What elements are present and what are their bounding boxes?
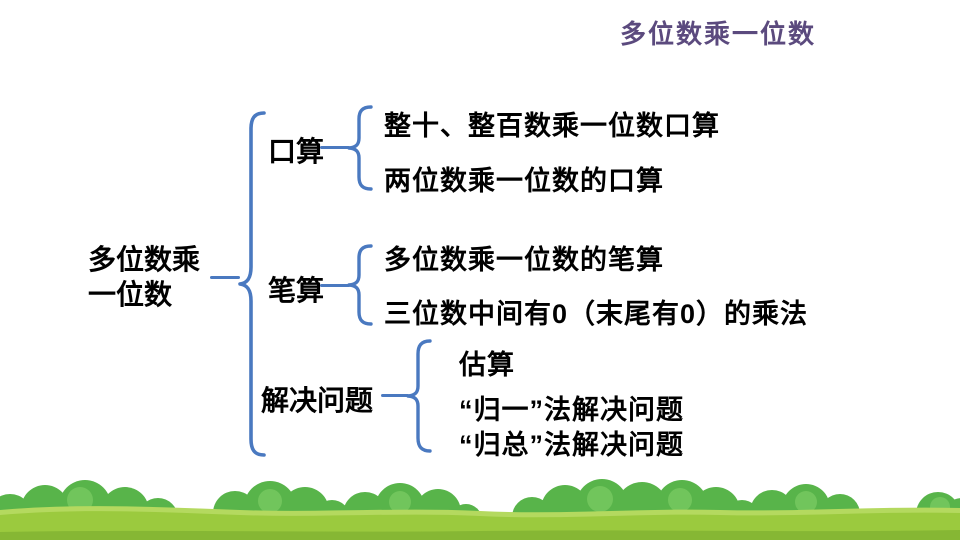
grass-and-bushes-scenery bbox=[0, 479, 960, 540]
branch2-curly-brace-icon bbox=[347, 244, 373, 326]
leaf-normalization-method: “归一”法解决问题 bbox=[459, 395, 684, 425]
leaf-tens-hundreds-oral: 整十、整百数乘一位数口算 bbox=[384, 111, 720, 141]
root-curly-brace-icon bbox=[238, 111, 266, 457]
root-node-line1: 多位数乘 bbox=[88, 244, 201, 275]
branch-label-problem-solving: 解决问题 bbox=[261, 385, 374, 416]
leaf-zero-middle-end: 三位数中间有0（末尾有0）的乘法 bbox=[384, 299, 809, 329]
root-node: 多位数乘 一位数 bbox=[88, 242, 200, 312]
root-stem-line bbox=[210, 276, 240, 280]
branch1-stem-line bbox=[320, 146, 350, 150]
branch-label-written-math: 笔算 bbox=[268, 275, 325, 306]
leaf-aggregation-method: “归总”法解决问题 bbox=[459, 430, 684, 460]
branch-label-mental-math: 口算 bbox=[268, 136, 325, 167]
branch2-stem-line bbox=[320, 284, 350, 288]
leaf-written-method: 多位数乘一位数的笔算 bbox=[384, 245, 664, 275]
root-node-line2: 一位数 bbox=[88, 279, 173, 310]
leaf-two-digit-oral: 两位数乘一位数的口算 bbox=[384, 166, 664, 196]
page-title: 多位数乘一位数 bbox=[620, 19, 817, 49]
leaf-estimation: 估算 bbox=[459, 350, 515, 380]
branch3-curly-brace-icon bbox=[406, 339, 432, 453]
branch1-curly-brace-icon bbox=[347, 105, 373, 191]
branch3-stem-line bbox=[381, 394, 409, 398]
